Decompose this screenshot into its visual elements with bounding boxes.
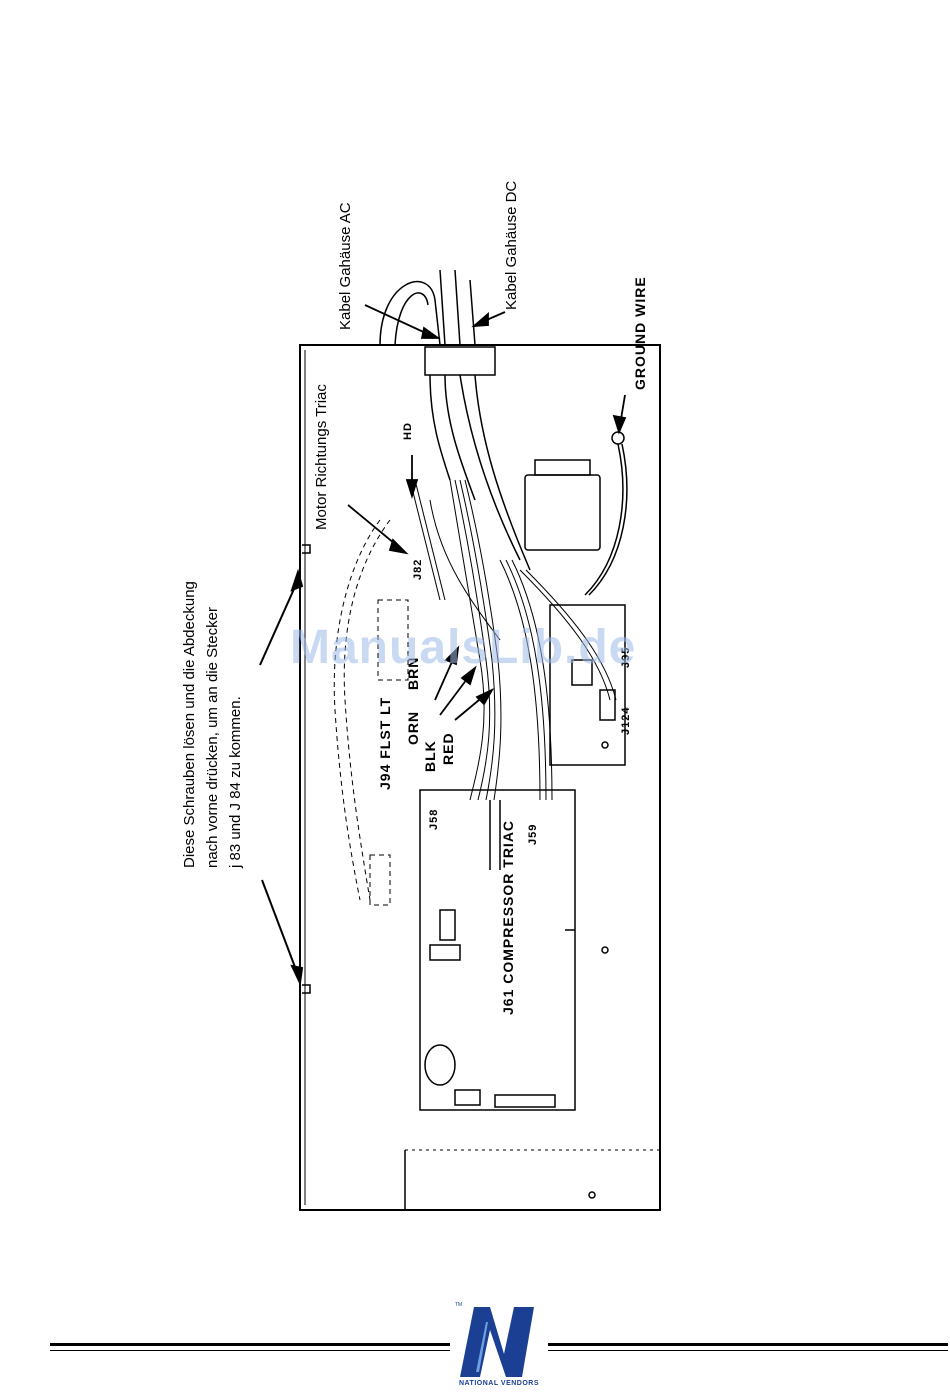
label-j94: J94 FLST LT <box>377 697 393 790</box>
label-hd: HD <box>402 422 414 440</box>
label-blk: BLK <box>422 740 438 772</box>
footer-rule-left <box>50 1343 450 1346</box>
footer-rule-right-thin <box>548 1350 948 1351</box>
ground-wire <box>585 432 627 595</box>
screw-marks <box>302 358 608 1198</box>
label-j124: J124 <box>620 707 632 735</box>
dashed-components <box>334 520 408 905</box>
component-blocks <box>420 460 625 1110</box>
instruction-line-3: j 83 und J 84 zu kommen. <box>227 696 245 868</box>
instruction-line-2: nach vorne drücken, um an die Stecker <box>204 607 222 868</box>
label-motor-triac: Motor Richtungs Triac <box>313 384 331 530</box>
label-j58: J58 <box>428 809 440 830</box>
cable-bundles <box>380 270 530 570</box>
label-compressor-triac: J61 COMPRESSOR TRIAC <box>500 820 516 1015</box>
label-j59: J59 <box>527 824 539 845</box>
footer-rule-right <box>548 1343 948 1346</box>
watermark: ManualsLib.de <box>290 620 636 675</box>
logo-name: NATIONAL VENDORS <box>446 1380 552 1387</box>
footer-rule-left-thin <box>50 1350 450 1351</box>
label-j82: J82 <box>412 559 424 580</box>
logo-trademark: TM <box>455 1302 462 1308</box>
label-ground-wire: GROUND WIRE <box>632 276 648 390</box>
label-red: RED <box>440 732 456 765</box>
label-kabel-ac: Kabel Gahäuse AC <box>337 202 355 330</box>
housing-outline <box>300 345 660 1210</box>
label-kabel-dc: Kabel Gahäuse DC <box>503 181 521 310</box>
label-orn: ORN <box>405 711 421 745</box>
instruction-line-1: Diese Schrauben lösen und die Abdeckung <box>181 581 199 868</box>
national-vendors-logo <box>452 1302 548 1392</box>
